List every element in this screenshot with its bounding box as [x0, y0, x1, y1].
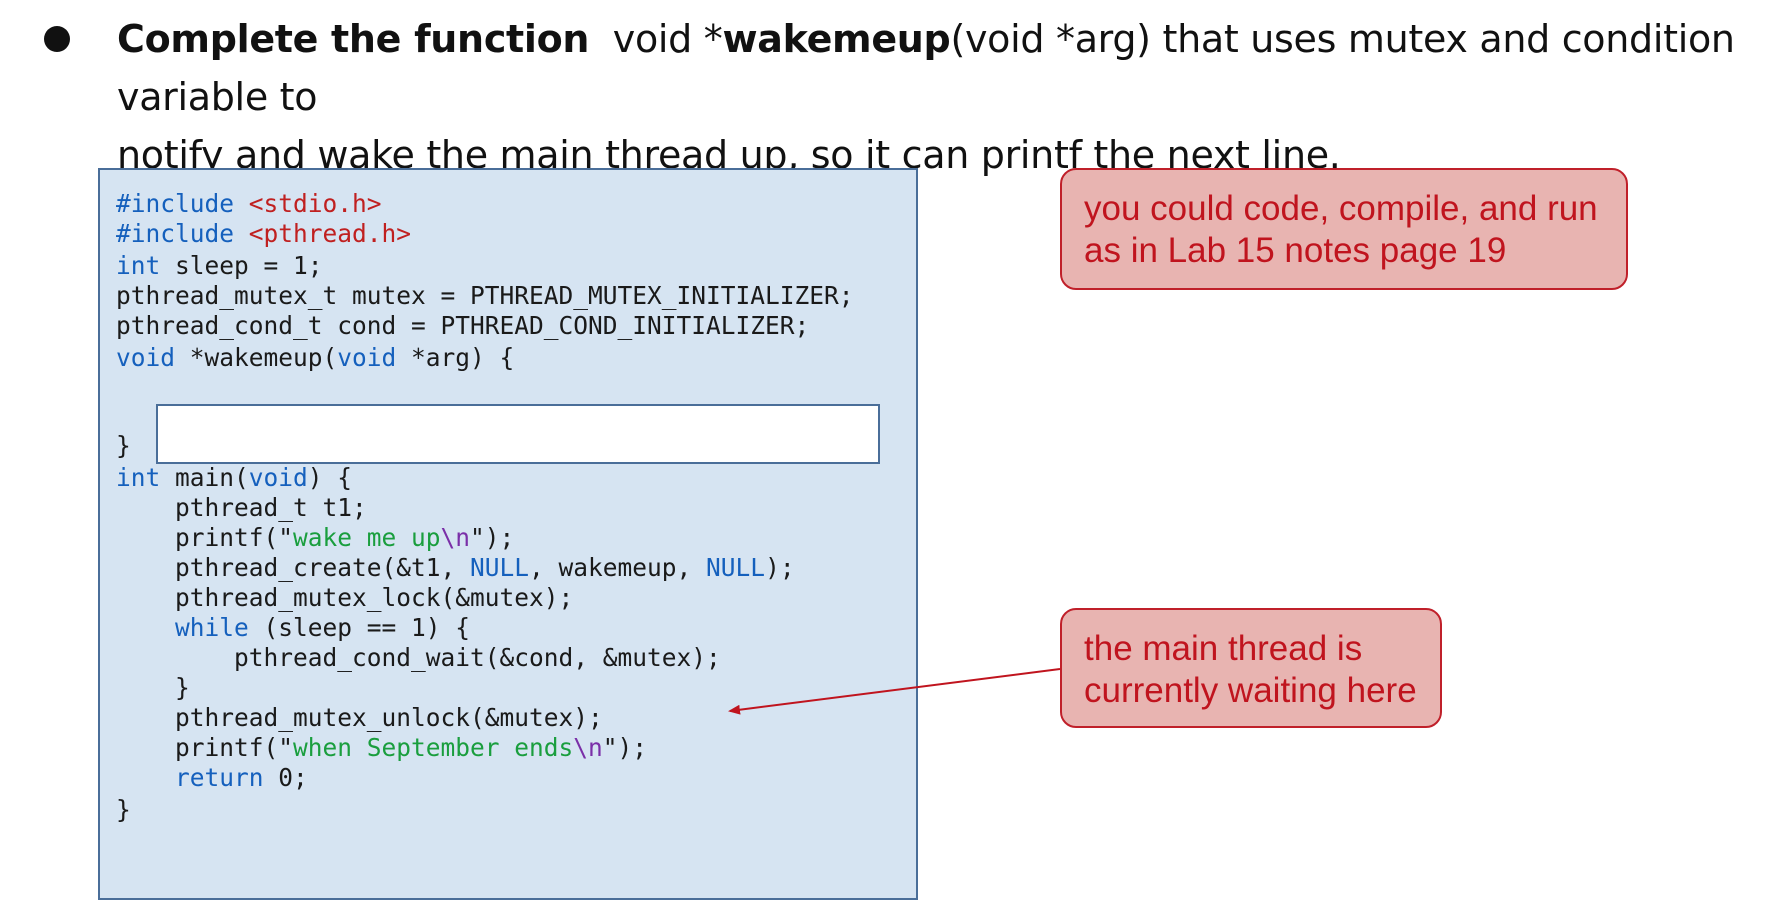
instruction-func-name: wakemeup [722, 17, 951, 61]
code-line-wait: pthread_cond_wait(&cond, &mutex); [234, 643, 721, 672]
code-text: sleep = 1; [160, 251, 323, 280]
code-line-unlock: pthread_mutex_unlock(&mutex); [175, 703, 603, 732]
code-text: , wakemeup, [529, 553, 707, 582]
code-text: "); [470, 523, 515, 552]
include-keyword: #include [116, 189, 235, 218]
string-literal: when September ends [293, 733, 574, 762]
code-line-return: return 0; [175, 762, 308, 794]
code-line-include-stdio: #include <stdio.h> [116, 188, 382, 220]
code-line-lock: pthread_mutex_lock(&mutex); [175, 583, 574, 612]
null-keyword: NULL [706, 553, 766, 582]
code-text: "); [602, 733, 648, 762]
code-text: 0; [263, 763, 308, 792]
code-line-func-signature: void *wakemeup(void *arg) { [116, 342, 514, 374]
type-keyword: void [337, 343, 397, 372]
code-line-main: int main(void) { [116, 462, 352, 494]
code-line-t1: pthread_t t1; [175, 493, 367, 522]
escape-sequence: \n [440, 523, 471, 552]
string-literal: wake me up [293, 523, 441, 552]
code-text: printf(" [175, 733, 294, 762]
instruction-line-1: Complete the function void *wakemeup(voi… [117, 10, 1767, 126]
code-line-include-pthread: #include <pthread.h> [116, 218, 411, 250]
code-text: pthread_create(&t1, [175, 553, 471, 582]
while-keyword: while [175, 613, 249, 642]
include-keyword: #include [116, 219, 235, 248]
code-line-cond: pthread_cond_t cond = PTHREAD_COND_INITI… [116, 311, 810, 340]
type-keyword: void [248, 463, 308, 492]
type-keyword: void [116, 343, 176, 372]
type-keyword: int [116, 251, 161, 280]
return-keyword: return [175, 763, 264, 792]
code-line-close-brace: } [175, 673, 190, 702]
bullet-point [44, 26, 70, 52]
code-line-mutex: pthread_mutex_t mutex = PTHREAD_MUTEX_IN… [116, 281, 854, 310]
code-line-close-brace: } [116, 795, 131, 824]
code-line-close-brace: } [116, 431, 131, 460]
escape-sequence: \n [573, 733, 603, 762]
code-line-sleep: int sleep = 1; [116, 250, 323, 282]
code-text: (sleep == 1) { [248, 613, 471, 642]
code-line-while: while (sleep == 1) { [175, 612, 470, 644]
instruction-line1-rest: that uses mutex and condition variable t… [117, 17, 1735, 119]
code-block: #include <stdio.h> #include <pthread.h> … [116, 188, 854, 824]
code-text: ) { [307, 463, 353, 492]
callout-main-thread-waiting: the main thread is currently waiting her… [1060, 608, 1442, 728]
callout-text: currently waiting here [1084, 671, 1417, 710]
instruction-text: Complete the function void *wakemeup(voi… [117, 10, 1767, 184]
code-text: printf(" [175, 523, 294, 552]
null-keyword: NULL [470, 553, 530, 582]
callout-lab-notes: you could code, compile, and run as in L… [1060, 168, 1628, 290]
code-text: *wakemeup( [175, 343, 338, 372]
instruction-code-suffix: (void *arg) [950, 17, 1151, 61]
instruction-code-prefix: void * [612, 17, 723, 61]
code-text: ); [765, 553, 795, 582]
callout-text: you could code, compile, and run [1084, 189, 1598, 228]
code-panel [98, 168, 918, 900]
code-line-printf-wake: printf("wake me up\n"); [175, 522, 514, 554]
instruction-bold-lead: Complete the function [117, 17, 590, 61]
code-line-create: pthread_create(&t1, NULL, wakemeup, NULL… [175, 552, 795, 584]
code-text: main( [160, 463, 249, 492]
answer-blank-box[interactable] [156, 404, 880, 464]
code-line-printf-september: printf("when September ends\n"); [175, 732, 647, 764]
type-keyword: int [116, 463, 161, 492]
code-text: *arg) { [396, 343, 515, 372]
callout-text: as in Lab 15 notes page 19 [1084, 231, 1507, 270]
include-header: <pthread.h> [248, 219, 412, 248]
callout-text: the main thread is [1084, 629, 1363, 668]
include-header: <stdio.h> [248, 189, 382, 218]
